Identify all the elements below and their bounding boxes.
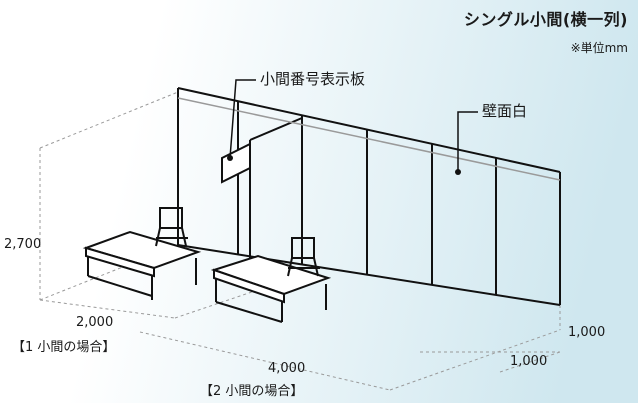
height-dimension: 2,700 xyxy=(4,237,42,252)
sign-leader xyxy=(229,79,256,159)
width-1-dimension: 2,000 xyxy=(76,315,114,330)
width-1-note: 【1 小間の場合】 xyxy=(12,340,116,355)
desk-left xyxy=(82,230,202,300)
sign-board-label: 小間番号表示板 xyxy=(260,70,366,88)
depth-dimension-a: 1,000 xyxy=(568,325,606,340)
sign-board xyxy=(221,142,251,184)
wall-leader xyxy=(457,111,478,172)
unit-note: ※単位mm xyxy=(570,41,628,55)
divider-top xyxy=(249,117,303,141)
desk-right xyxy=(210,254,332,323)
width-2-dimension: 4,000 xyxy=(268,361,306,376)
chair-right xyxy=(287,237,320,277)
diagram-title: シングル小間(横一列) xyxy=(463,10,628,29)
depth-dimension-b: 1,000 xyxy=(510,354,548,369)
wall-label: 壁面白 xyxy=(482,102,528,120)
width-2-note: 【2 小間の場合】 xyxy=(200,384,304,399)
walls xyxy=(177,87,561,306)
chair-left xyxy=(155,207,188,247)
